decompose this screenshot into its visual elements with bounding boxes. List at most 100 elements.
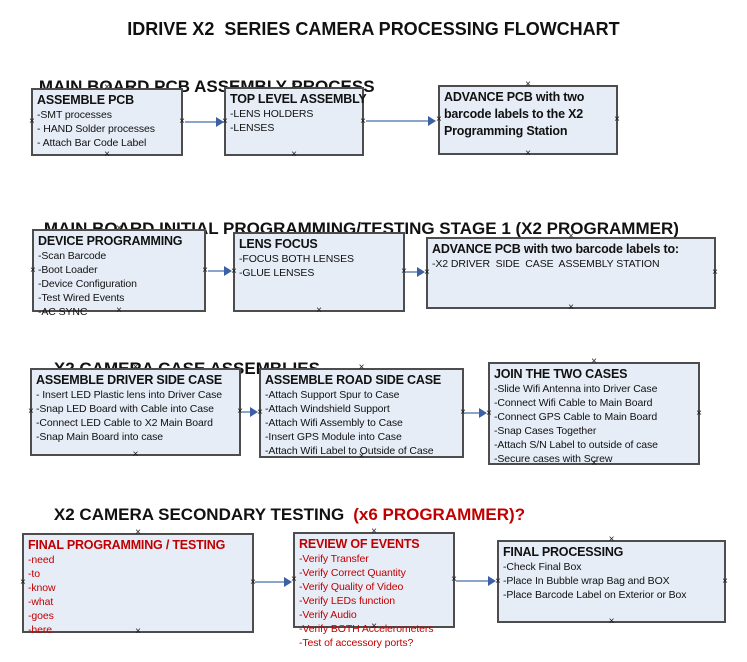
box-title: ASSEMBLE PCB — [37, 93, 134, 107]
connector-handle-icon: × — [358, 362, 365, 373]
box-items: -Check Final Box -Place In Bubble wrap Ba… — [503, 560, 724, 602]
box-item: -Connect GPS Cable to Main Board — [494, 411, 658, 423]
box-title: ADVANCE PCB with two barcode labels to t… — [444, 90, 585, 138]
flow-arrow — [255, 576, 292, 588]
box-item: -Slide Wifi Antenna into Driver Case — [494, 383, 658, 395]
box-item: -Verify Audio — [299, 609, 357, 621]
flow-box-final-processing: FINAL PROCESSING -Check Final Box -Place … — [495, 534, 728, 627]
box-items: -need-to-know-what-goes-here — [28, 553, 252, 637]
box-item: -Place In Bubble wrap Bag and BOX — [503, 575, 670, 587]
box-item: -Verify BOTH Accelerometers — [299, 623, 434, 635]
box-item: -Check Final Box — [503, 561, 582, 573]
box-item: -Scan Barcode — [38, 250, 107, 262]
arrow-line — [456, 580, 489, 582]
flow-box-assemble-road-side-case: ASSEMBLE ROAD SIDE CASE -Attach Support … — [257, 362, 466, 462]
arrow-head-icon — [284, 577, 292, 587]
box-item: -to — [28, 568, 40, 580]
connector-handle-icon: × — [608, 616, 615, 627]
box-item: -Attach Wifi Assembly to Case — [265, 417, 403, 429]
box-item: -goes — [28, 610, 54, 622]
box-item: -Verify Correct Quantity — [299, 567, 406, 579]
flow-arrow — [456, 575, 496, 587]
box-item: -Attach Windshield Support — [265, 403, 390, 415]
flow-box-top-level-assembly: TOP LEVEL ASSEMBLY -LENS HOLDERS-LENSES … — [222, 82, 367, 160]
arrow-head-icon — [417, 267, 425, 277]
section-header-text: X2 CAMERA SECONDARY TESTING — [53, 505, 345, 524]
connector-handle-icon: × — [525, 79, 531, 90]
box-item: -Device Configuration — [38, 278, 137, 290]
box-title: REVIEW OF EVENTS — [299, 537, 420, 551]
arrow-head-icon — [224, 266, 232, 276]
box-item: -Attach Wifi Label to Outside of Case — [265, 445, 434, 457]
arrow-head-icon — [479, 408, 487, 418]
connector-handle-icon: × — [104, 149, 110, 160]
box-items: -X2 DRIVER SIDE CASE ASSEMBLY STATION — [432, 257, 714, 271]
flow-arrow — [185, 116, 224, 128]
box-title: FINAL PROGRAMMING / TESTING — [28, 538, 226, 552]
arrow-head-icon — [428, 116, 436, 126]
box-item: -Attach S/N Label to outside of case — [494, 439, 658, 451]
box-item: -GLUE LENSES — [239, 267, 315, 279]
box-items: -LENS HOLDERS-LENSES — [230, 107, 362, 135]
box-item: -Attach Support Spur to Case — [265, 389, 400, 401]
box-title: ASSEMBLE ROAD SIDE CASE — [265, 373, 441, 387]
box-title: DEVICE PROGRAMMING — [38, 234, 183, 248]
arrow-head-icon — [488, 576, 496, 586]
flow-box-join-the-two-cases: JOIN THE TWO CASES -Slide Wifi Antenna i… — [486, 357, 702, 469]
connector-handle-icon: × — [568, 302, 574, 313]
connector-handle-icon: × — [291, 149, 297, 160]
box-title: LENS FOCUS — [239, 237, 318, 251]
box-item: -Snap Cases Together — [494, 425, 597, 437]
box-item: -Test of accessory ports? — [299, 637, 414, 649]
box-items: -SMT processes- HAND Solder processes- A… — [37, 108, 181, 150]
arrow-line — [185, 121, 217, 123]
connector-handle-icon: × — [608, 534, 615, 545]
flow-arrow — [242, 406, 258, 418]
flow-box-advance-pcb-programming-station: ADVANCE PCB with two barcode labels to t… — [436, 79, 620, 159]
box-item: -know — [28, 582, 56, 594]
arrow-line — [208, 270, 225, 272]
box-items: -Scan Barcode-Boot Loader-Device Configu… — [38, 249, 204, 319]
section-header-secondary-testing: X2 CAMERA SECONDARY TESTING (x6 PROGRAMME… — [35, 485, 525, 545]
flow-box-assemble-pcb: ASSEMBLE PCB -SMT processes- HAND Solder… — [29, 83, 185, 160]
box-item: -LENSES — [230, 122, 275, 134]
flow-box-assemble-driver-side-case: ASSEMBLE DRIVER SIDE CASE - Insert LED P… — [28, 363, 243, 460]
flow-arrow — [208, 265, 232, 277]
flow-box-device-programming: DEVICE PROGRAMMING -Scan Barcode-Boot Lo… — [30, 224, 208, 319]
box-items: -Attach Support Spur to Case -Attach Wind… — [265, 388, 462, 458]
arrow-head-icon — [216, 117, 224, 127]
page-title: IDRIVE X2 SERIES CAMERA PROCESSING FLOWC… — [127, 19, 620, 39]
flow-arrow — [465, 407, 487, 419]
arrow-line — [242, 411, 251, 413]
flow-arrow — [366, 115, 436, 127]
section-header-red-suffix: (x6 PROGRAMMER)? — [353, 505, 526, 524]
box-title: TOP LEVEL ASSEMBLY — [230, 92, 367, 106]
box-item: -Snap LED Board with Cable into Case — [36, 403, 214, 415]
arrow-head-icon — [250, 407, 258, 417]
connector-handle-icon: × — [29, 116, 35, 127]
connector-handle-icon: × — [20, 577, 26, 588]
box-item: -Connect Wifi Cable to Main Board — [494, 397, 653, 409]
box-title: ASSEMBLE DRIVER SIDE CASE — [36, 373, 223, 387]
box-title: FINAL PROCESSING — [503, 545, 624, 559]
box-item: -here — [28, 624, 53, 636]
box-item: -need — [28, 554, 55, 566]
connector-handle-icon: × — [132, 449, 139, 460]
box-title: ADVANCE PCB with two barcode labels to: — [432, 242, 679, 256]
flow-box-final-programming-testing: FINAL PROGRAMMING / TESTING -need -to -kno… — [20, 528, 256, 637]
box-item: -AC SYNC — [38, 306, 88, 318]
box-item: - HAND Solder processes — [37, 123, 155, 135]
box-item: -Insert GPS Module into Case — [265, 431, 402, 443]
connector-handle-icon: × — [28, 406, 34, 417]
flow-box-lens-focus: LENS FOCUS -FOCUS BOTH LENSES-GLUE LENSE… — [231, 227, 407, 316]
connector-handle-icon: × — [436, 114, 442, 125]
box-item: - Insert LED Plastic lens into Driver Ca… — [36, 389, 223, 401]
box-item: -Secure cases with Screw — [494, 453, 613, 465]
flow-arrow — [406, 266, 425, 278]
box-item: -Place Barcode Label on Exterior or Box — [503, 589, 687, 601]
box-items: -Verify Transfer-Verify Correct Quantity… — [299, 552, 453, 650]
box-item: - Attach Bar Code Label — [37, 137, 147, 149]
flow-box-advance-pcb-driver-side-station: ADVANCE PCB with two barcode labels to: … — [424, 232, 718, 313]
arrow-line — [465, 412, 480, 414]
